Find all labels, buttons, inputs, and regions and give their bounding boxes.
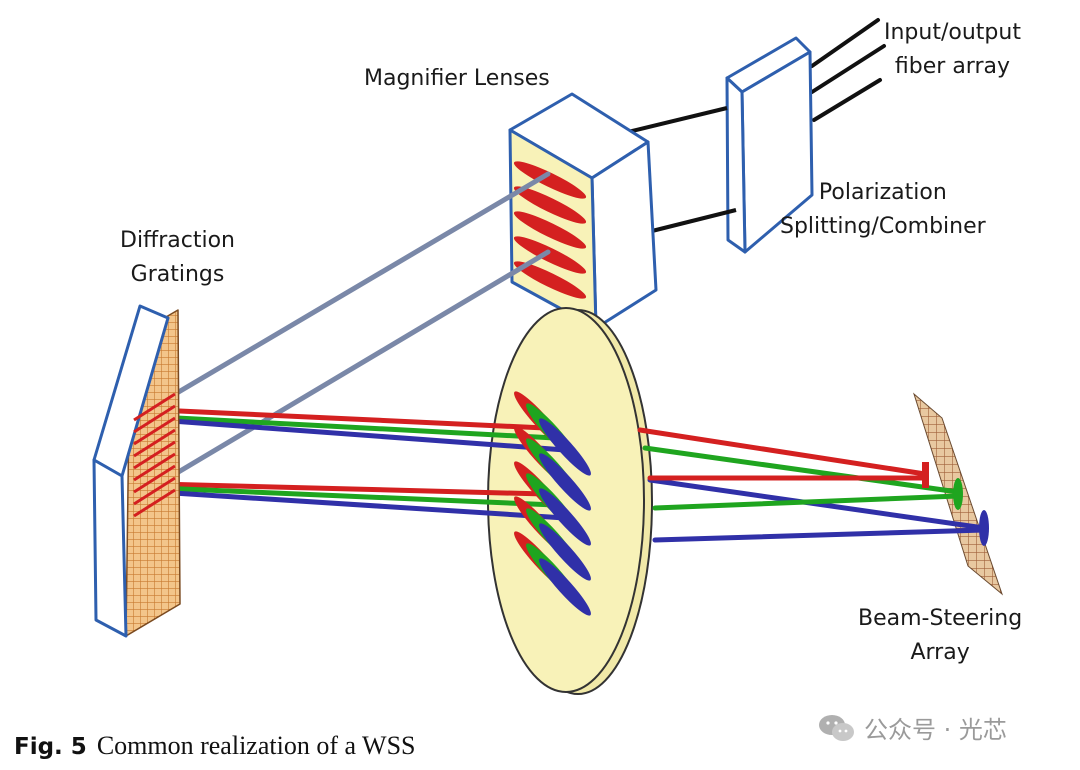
beam-steering-label: Beam-Steering Array bbox=[858, 602, 1022, 670]
magnifier-lens-elements bbox=[513, 161, 587, 299]
figure-number: Fig. 5 bbox=[14, 734, 87, 760]
gray-beams bbox=[162, 171, 551, 483]
array-beam-spots bbox=[922, 462, 989, 546]
diffraction-label: Diffraction Gratings bbox=[120, 224, 235, 292]
watermark: 公众号 · 光芯 bbox=[818, 710, 1007, 745]
diffraction-line2: Gratings bbox=[130, 262, 225, 287]
watermark-text: 公众号 · 光芯 bbox=[864, 716, 1007, 744]
polarization-combiner bbox=[725, 36, 814, 254]
lens-spectral-elements bbox=[514, 391, 591, 616]
beams-lens-to-array bbox=[637, 427, 987, 543]
connector-lines bbox=[627, 106, 737, 234]
wechat-icon bbox=[819, 714, 854, 741]
magnifier-text: Magnifier Lenses bbox=[364, 66, 550, 91]
beam-steering-line1: Beam-Steering bbox=[858, 606, 1023, 631]
magnifier-lenses bbox=[508, 92, 658, 330]
beam-steering-line2: Array bbox=[910, 640, 970, 665]
magnifier-label: Magnifier Lenses bbox=[364, 62, 550, 96]
diffraction-line1: Diffraction bbox=[120, 228, 235, 253]
beams-grating-to-lens bbox=[155, 407, 568, 521]
fiber-lines bbox=[810, 18, 886, 122]
polarization-line1: Polarization bbox=[818, 180, 947, 205]
figure-caption: Fig. 5 Common realization of a WSS bbox=[14, 731, 416, 761]
caption-text: Common realization of a WSS bbox=[96, 731, 416, 760]
grating-red-lines bbox=[133, 392, 176, 518]
diffraction-grating bbox=[92, 304, 181, 638]
polarization-label: Polarization Splitting/Combiner bbox=[780, 176, 986, 244]
input-output-line2: fiber array bbox=[894, 54, 1011, 79]
input-output-line1: Input/output bbox=[884, 20, 1021, 45]
polarization-line2: Splitting/Combiner bbox=[780, 214, 986, 239]
input-output-label: Input/output fiber array bbox=[884, 16, 1021, 84]
